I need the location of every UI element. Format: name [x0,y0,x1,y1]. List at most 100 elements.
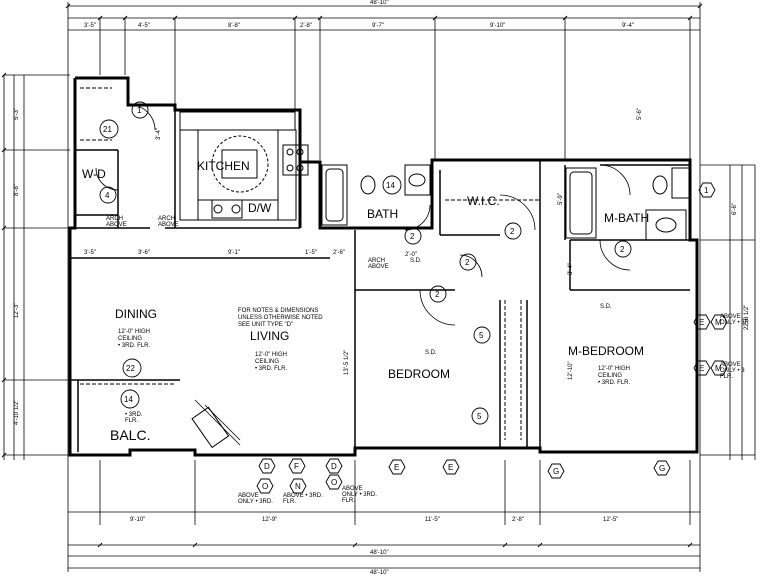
hex-callout [258,458,276,474]
arch-above-1a: ARCH [106,216,123,222]
exterior-walls [68,76,699,457]
callout-circle [99,186,117,204]
dim-top-2: 8'-8" [228,23,240,29]
hex-callout [442,459,460,475]
callout-label: 22 [126,364,135,373]
hex-label: E [699,364,704,373]
above-only-right-3: FLR. [342,498,355,504]
room-label-mbedroom: M-BEDROOM [568,344,644,358]
closet-shelves [80,87,540,440]
room-labels: KITCHEN D/W W-D BATH W.I.C. M-BATH DININ… [82,159,649,443]
dim-top-overall: 48'-10" [370,0,389,6]
hex-callout [693,360,711,376]
door-swings [95,104,631,446]
room-label-dining: DINING [115,307,157,321]
mbed-ceiling-2: CEILING [598,373,622,379]
room-label-wd: W-D [82,167,106,181]
dim-misc-4: 5'-6" [637,108,643,120]
living-ceiling-3: • 3RD. FLR. [255,366,287,372]
dim-misc-8: 22'-8 1/2" [744,305,750,330]
dim-mid-0: 3'-5" [84,250,96,256]
bath-fixtures [321,164,691,241]
callout-circle [504,222,522,240]
hex-callout [388,459,406,475]
kitchen-counters [179,111,309,221]
balc-note-2: FLR. [125,418,138,424]
callout-label: 21 [103,125,112,134]
dim-bottom-overall-2: 48'-10" [370,570,389,576]
dim-bottom-4: 12'-5" [603,517,618,523]
dim-misc-3: 5'-9" [558,193,564,205]
dimension-labels: 48'-10" 3'-5" 4'-5" 8'-8" 2'-8" 9'-7" 9'… [14,0,750,576]
callout-label: 14 [386,181,395,190]
arch-above-2a: ARCH [158,216,175,222]
callout-label: 5 [477,412,482,421]
dim-mid-2: 9'-1" [228,250,240,256]
hex-callout [710,314,728,330]
hex-label: E [394,463,399,472]
mbed-ceiling-3: • 3RD. FLR. [598,380,630,386]
dim-bottom-2: 11'-5" [425,517,440,523]
callout-label: 2 [620,245,625,254]
hex-callout [256,478,274,494]
callout-circle [459,253,477,271]
dim-misc-7: 12'-10" [568,361,574,380]
dim-top-3: 2'-8" [300,23,312,29]
callout-label: 2 [465,258,470,267]
above-only-left-2: ONLY • 3RD. [238,499,273,505]
dim-mid-3: 1'-5" [305,250,317,256]
hex-callout [288,458,306,474]
hex-callout [653,460,671,476]
sd-note-3: S.D. [600,304,612,310]
room-label-balc: BALC. [110,427,150,443]
living-ceiling-2: CEILING [255,359,279,365]
sd-note-2: S.D. [425,350,437,356]
interior-walls [70,110,690,452]
dim-top-6: 9'-4" [622,23,634,29]
above-only-mid-2: FLR. [283,499,296,505]
callout-circle [382,175,402,195]
dim-misc-0: 2'-0" [405,252,417,258]
right-above-1b: ONLY • 3R [720,320,750,326]
callout-label: 2 [410,232,415,241]
hex-label: M [715,364,722,373]
dim-left-2: 12'-3" [14,303,20,318]
callout-circle [122,358,142,378]
hex-label: E [448,463,453,472]
balc-note-1: • 3RD. [125,412,143,418]
circle-callout-labels: 1 21 4 14 2 2 2 2 2 5 5 22 14 [103,106,625,421]
callout-label: 2 [510,227,515,236]
general-note-2: UNLESS OTHERWISE NOTED [238,315,323,321]
hex-callout [693,314,711,330]
hex-callout [325,474,343,490]
general-note-1: FOR NOTES & DIMENSIONS [238,308,318,314]
circle-callouts [99,101,632,425]
notes: FOR NOTES & DIMENSIONS UNLESS OTHERWISE … [106,216,750,505]
general-note-3: SEE UNIT TYPE "D" [238,322,293,328]
above-only-right-1: ABOVE [342,486,363,492]
dimension-lines [3,2,756,572]
hex-callout [289,478,307,494]
dim-bottom-overall-1: 48'-10" [370,550,389,556]
hex-callout [547,463,565,479]
above-only-right-2: ONLY • 3RD. [342,492,377,498]
callout-circle [120,389,140,409]
dining-ceiling-1: 12'-0" HIGH [118,329,150,335]
living-ceiling-1: 12'-0" HIGH [255,352,287,358]
right-above-2a: ABOVE [720,362,741,368]
dim-left-3: 4'-10 1/2" [14,400,20,425]
hex-callout-labels: D F D O N O E E G G E M E M 1 [262,186,722,491]
hex-label: O [331,478,337,487]
dim-bottom-1: 12'-9" [262,517,277,523]
arch-above-1b: ABOVE [106,222,127,228]
hex-label: D [331,462,337,471]
sd-note-1: S.D. [410,258,422,264]
dimension-ticks [1,3,703,548]
callout-circle [99,119,119,139]
dim-misc-2: 13'-5 1/2" [344,350,350,375]
arch-above-3b: ABOVE [368,264,389,270]
above-only-left-1: ABOVE [238,493,259,499]
dim-top-5: 9'-10" [490,23,505,29]
callout-label: 14 [124,395,133,404]
